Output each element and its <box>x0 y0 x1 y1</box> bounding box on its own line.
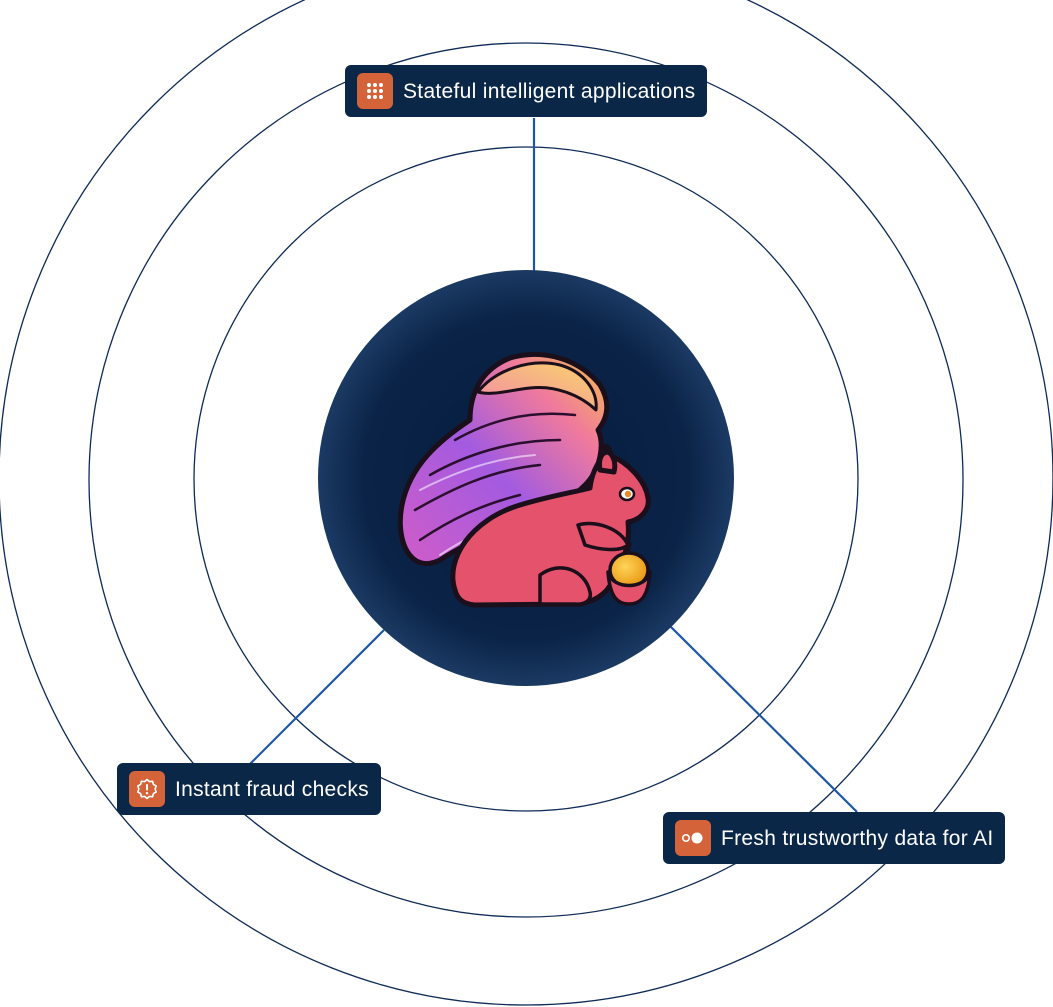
label-stateful-applications: Stateful intelligent applications <box>345 65 708 117</box>
grid-dots-icon <box>357 73 393 109</box>
squirrel-logo <box>397 352 652 608</box>
toggle-dots-icon <box>675 820 711 856</box>
ring-3 <box>88 42 964 918</box>
label-fraud-checks: Instant fraud checks <box>117 763 381 815</box>
ring-2 <box>193 146 859 812</box>
connector-right <box>669 625 858 813</box>
label-text: Instant fraud checks <box>175 777 369 801</box>
connector-left <box>249 629 385 765</box>
label-text: Fresh trustworthy data for AI <box>721 826 994 850</box>
label-text: Stateful intelligent applications <box>403 79 696 103</box>
alert-badge-icon <box>129 771 165 807</box>
label-fresh-data: Fresh trustworthy data for AI <box>663 812 1006 864</box>
